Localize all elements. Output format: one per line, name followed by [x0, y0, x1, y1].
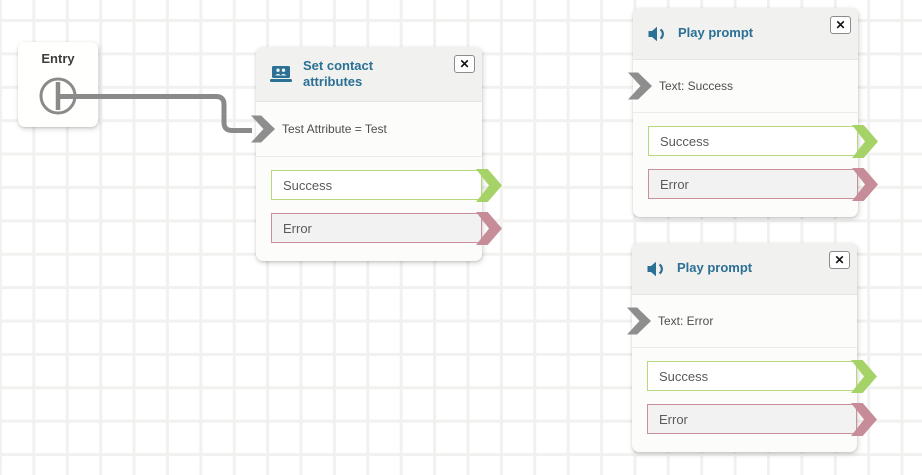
entry-port-icon[interactable]	[18, 42, 98, 127]
output-connector-icon[interactable]	[851, 403, 877, 436]
output-label: Error	[659, 411, 688, 427]
close-icon[interactable]: ✕	[830, 16, 851, 34]
node-header[interactable]: Set contact attributes ✕	[256, 47, 482, 102]
output-label: Success	[660, 133, 710, 149]
node-header[interactable]: Play prompt ✕	[633, 8, 858, 60]
output-connector-icon[interactable]	[852, 125, 878, 158]
node-play-prompt-error[interactable]: Play prompt ✕ Text: Error Success Error	[627, 243, 877, 452]
output-label: Error	[283, 220, 312, 236]
output-label: Error	[660, 176, 689, 192]
node-body: Text: Success Success Error	[628, 60, 878, 217]
entry-node[interactable]: Entry	[18, 42, 98, 127]
node-parameter-row: Test Attribute = Test	[251, 102, 482, 157]
output-connector-icon[interactable]	[476, 212, 502, 245]
output-connector-icon[interactable]	[851, 360, 877, 393]
node-body: Text: Error Success Error	[627, 295, 877, 452]
node-parameter-text: Text: Error	[658, 314, 714, 328]
node-title: Set contact attributes	[303, 57, 374, 89]
speaker-icon	[647, 261, 663, 276]
output-label: Success	[659, 368, 709, 384]
node-title: Play prompt	[677, 260, 753, 276]
node-parameter-row: Text: Error	[627, 295, 857, 348]
close-icon[interactable]: ✕	[454, 55, 475, 73]
node-parameter-text: Test Attribute = Test	[282, 122, 387, 136]
output-error[interactable]: Error	[647, 403, 877, 436]
output-success[interactable]: Success	[647, 360, 877, 393]
output-connector-icon[interactable]	[476, 169, 502, 202]
node-play-prompt-success[interactable]: Play prompt ✕ Text: Success Success Erro…	[628, 8, 878, 217]
output-success[interactable]: Success	[271, 169, 502, 202]
node-title: Play prompt	[678, 25, 754, 41]
input-arrow-icon[interactable]	[628, 72, 652, 100]
output-error[interactable]: Error	[271, 212, 502, 245]
close-icon[interactable]: ✕	[829, 251, 850, 269]
output-connector-icon[interactable]	[852, 168, 878, 201]
speaker-icon	[648, 26, 664, 41]
input-arrow-icon[interactable]	[627, 307, 651, 335]
output-label: Success	[283, 177, 333, 193]
output-success[interactable]: Success	[648, 125, 878, 158]
node-body: Test Attribute = Test Success Error	[251, 102, 502, 261]
node-header[interactable]: Play prompt ✕	[632, 243, 857, 295]
output-error[interactable]: Error	[648, 168, 878, 201]
node-parameter-text: Text: Success	[659, 79, 734, 93]
node-parameter-row: Text: Success	[628, 60, 858, 113]
contact-attributes-icon	[270, 66, 292, 82]
input-arrow-icon[interactable]	[251, 115, 275, 143]
node-set-contact-attributes[interactable]: Set contact attributes ✕ Test Attribute …	[251, 47, 502, 261]
entry-label: Entry	[41, 51, 75, 66]
